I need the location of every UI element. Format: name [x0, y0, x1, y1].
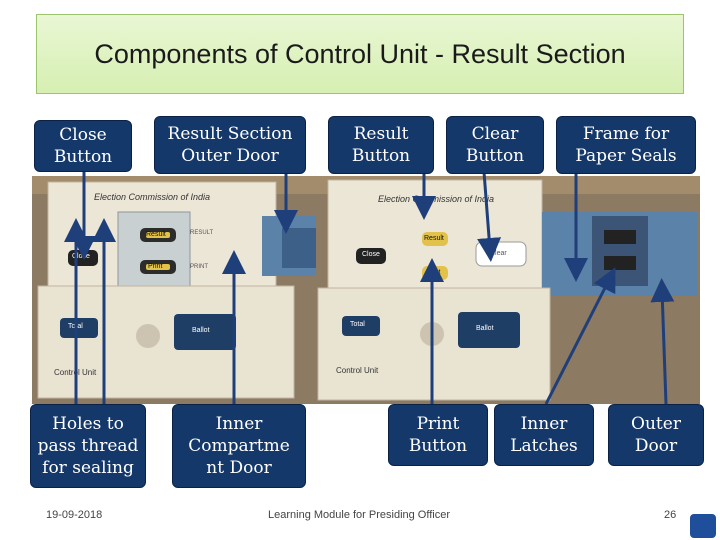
left-ballot-text: Ballot — [192, 327, 210, 334]
left-result-text: Result — [146, 231, 166, 238]
left-print-text: Print — [148, 263, 163, 270]
right-ec-header: Election Commission of India — [378, 194, 495, 204]
footer-page-number: 26 — [664, 509, 677, 521]
left-result-label: RESULT — [190, 230, 214, 236]
right-close-text: Close — [362, 251, 380, 258]
presenter-logo-icon — [690, 514, 716, 538]
label-close-button: Close Button — [34, 120, 132, 172]
left-ec-header: Election Commission of India — [94, 192, 211, 202]
label-inner-latches: Inner Latches — [494, 404, 594, 466]
label-result-section-outer-door: Result Section Outer Door — [154, 116, 306, 174]
label-print-button: Print Button — [388, 404, 488, 466]
left-print-label: PRINT — [190, 264, 208, 270]
right-brand-text: Control Unit — [336, 366, 379, 375]
label-inner-compartment-door: Inner Compartme nt Door — [172, 404, 306, 488]
label-frame-paper-seals: Frame for Paper Seals — [556, 116, 696, 174]
arrow-outer-door-right — [650, 278, 675, 405]
slide-title: Components of Control Unit - Result Sect… — [94, 38, 626, 69]
label-holes-thread: Holes to pass thread for sealing — [30, 404, 146, 488]
footer-date: 19-09-2018 — [46, 509, 103, 521]
arrow-latches — [544, 267, 616, 405]
arrow-clear — [477, 171, 502, 262]
right-result-text: Result — [424, 235, 444, 242]
footer-title: Learning Module for Presiding Officer — [268, 509, 451, 521]
label-outer-door: Outer Door — [608, 404, 704, 466]
right-total-text: Total — [350, 321, 365, 328]
label-result-button: Result Button — [328, 116, 434, 174]
title-box: Components of Control Unit - Result Sect… — [36, 14, 684, 94]
label-clear-button: Clear Button — [446, 116, 544, 174]
right-ballot-text: Ballot — [476, 325, 494, 332]
